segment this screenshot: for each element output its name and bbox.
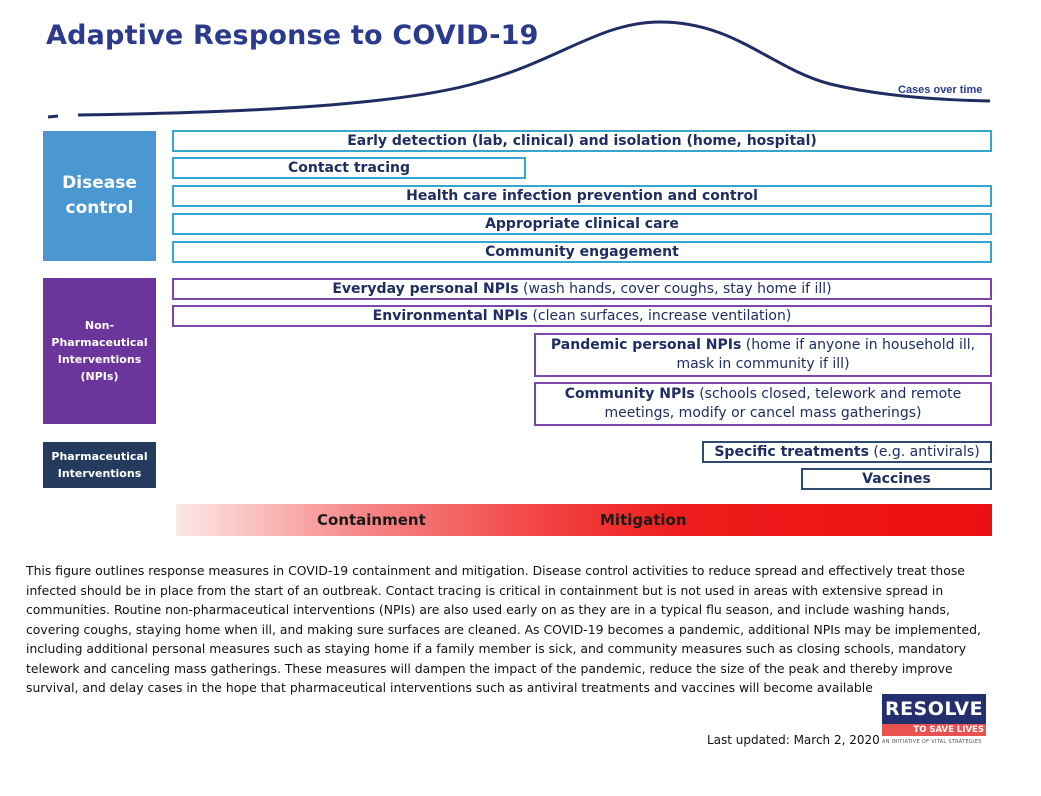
pandemic-npi-detail: (home if anyone in household ill, mask i… [676,337,976,372]
environmental-npi-title: Environmental NPIs [372,307,528,324]
logo-sub: TO SAVE LIVES [882,724,986,736]
everyday-npi-detail: (wash hands, cover coughs, stay home if … [518,280,832,297]
cases-over-time-label: Cases over time [898,84,983,96]
community-npi-bar: Community NPIs (schools closed, telework… [534,382,992,426]
disease-control-label: Disease control [62,173,137,218]
infection-prevention-bar: Health care infection prevention and con… [172,185,992,207]
mitigation-label: Mitigation [600,511,687,529]
community-npi-title: Community NPIs [564,386,695,402]
treatments-title: Specific treatments [714,443,869,460]
logo-name: RESOLVE [882,694,986,724]
resolve-logo: RESOLVE TO SAVE LIVES AN INITIATIVE OF V… [882,694,990,749]
everyday-npi-bar: Everyday personal NPIs (wash hands, cove… [172,278,992,300]
clinical-care-bar: Appropriate clinical care [172,213,992,235]
community-engagement-bar: Community engagement [172,241,992,263]
early-detection-bar: Early detection (lab, clinical) and isol… [172,130,992,152]
pharma-category: Pharmaceutical Interventions [43,442,156,488]
containment-label: Containment [317,511,426,529]
pharma-label: Pharmaceutical Interventions [51,450,148,480]
treatments-detail: (e.g. antivirals) [868,443,980,460]
pandemic-npi-title: Pandemic personal NPIs [550,337,742,353]
environmental-npi-bar: Environmental NPIs (clean surfaces, incr… [172,305,992,327]
epidemic-curve [47,20,991,119]
contact-tracing-bar: Contact tracing [172,157,526,179]
everyday-npi-title: Everyday personal NPIs [332,280,519,297]
pandemic-npi-bar: Pandemic personal NPIs (home if anyone i… [534,333,992,377]
specific-treatments-bar: Specific treatments (e.g. antivirals) [702,441,992,463]
community-npi-detail: (schools closed, telework and remote mee… [604,386,962,421]
phase-gradient-bar [176,504,992,536]
environmental-npi-detail: (clean surfaces, increase ventilation) [528,307,792,324]
npi-category: Non-Pharmaceutical Interventions (NPIs) [43,278,156,424]
npi-label: Non-Pharmaceutical Interventions (NPIs) [51,319,148,383]
disease-control-category: Disease control [43,131,156,261]
figure-description: This figure outlines response measures i… [26,563,981,695]
vaccines-bar: Vaccines [801,468,992,490]
logo-tagline: AN INITIATIVE OF VITAL STRATEGIES [882,739,982,745]
last-updated: Last updated: March 2, 2020 [707,733,880,747]
page-title: Adaptive Response to COVID-19 [46,20,539,51]
